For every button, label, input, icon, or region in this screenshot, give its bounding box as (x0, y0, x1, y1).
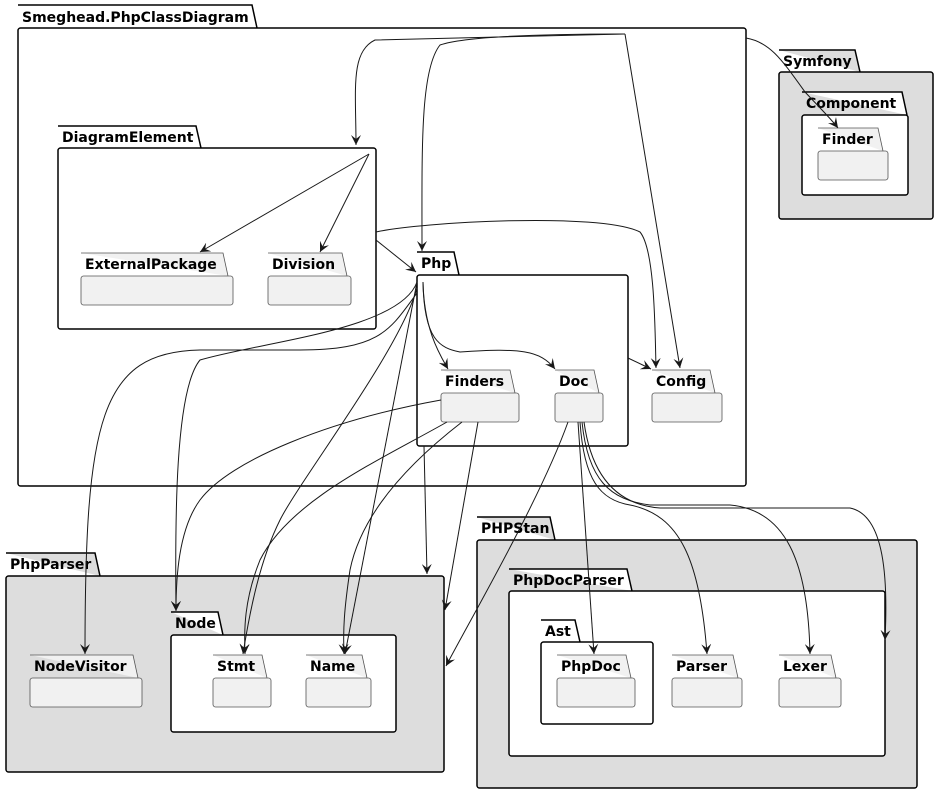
package-node-visitor-label: NodeVisitor (34, 659, 127, 675)
dependency-arrows (80, 33, 891, 667)
package-finder: Finder (817, 127, 889, 181)
arrow-php-to-doc (422, 281, 556, 370)
arrow-php-to-stmt (239, 287, 418, 655)
package-php-parser-label: PhpParser (10, 557, 91, 573)
package-symfony-label: Symfony (783, 54, 852, 70)
arrow-php-to-php-parser (421, 445, 432, 575)
arrow-doc-to-parser (579, 421, 712, 655)
arrow-diagram-element-to-external-package (199, 153, 370, 253)
package-phpstan-label: PHPStan (481, 521, 549, 537)
package-external-package: ExternalPackage (80, 252, 234, 306)
package-parser-label: Parser (676, 659, 727, 675)
package-division: Division (267, 252, 352, 306)
arrow-php-to-node (170, 281, 418, 612)
package-division-label: Division (272, 257, 335, 273)
package-parser: Parser (671, 654, 743, 708)
arrow-finders-to-node (171, 399, 442, 612)
package-name: Name (305, 654, 372, 708)
arrow-finders-to-name (338, 421, 463, 655)
arrow-php-to-name (341, 281, 418, 655)
arrow-smeghead-to-php (416, 33, 626, 252)
package-finder-label: Finder (822, 132, 873, 148)
package-php-label: Php (421, 256, 451, 272)
arrow-php-to-config (627, 357, 652, 370)
arrow-diagram-element-to-config (375, 219, 661, 369)
package-lexer: Lexer (778, 654, 842, 708)
package-php-doc-parser-label: PhpDocParser (513, 573, 624, 589)
package-component-label: Component (806, 96, 897, 112)
arrow-php-to-node-visitor (80, 292, 418, 655)
package-diagram-element-label: DiagramElement (62, 130, 194, 146)
arrow-smeghead-to-diagram-element (350, 33, 626, 146)
arrow-doc-to-lexer (581, 421, 815, 655)
arrow-smeghead-to-finder (745, 37, 839, 129)
package-finders: Finders (440, 369, 520, 423)
package-node-label: Node (175, 616, 216, 632)
arrow-doc-to-php-parser (445, 421, 569, 667)
arrow-diagram-element-to-php (375, 239, 417, 273)
package-finders-label: Finders (445, 374, 504, 390)
package-php-doc-label: PhpDoc (561, 659, 621, 675)
package-doc-label: Doc (559, 374, 589, 390)
package-smeghead-label: Smeghead.PhpClassDiagram (22, 10, 249, 26)
arrow-doc-to-php-doc-parser (583, 421, 891, 641)
arrow-finders-to-stmt (239, 421, 448, 655)
package-config-label: Config (656, 374, 706, 390)
arrow-smeghead-to-config (624, 33, 684, 369)
package-config: Config (651, 369, 723, 423)
arrow-finders-to-php-parser (441, 421, 479, 611)
arrow-diagram-element-to-division (319, 153, 370, 253)
package-doc: Doc (554, 369, 604, 423)
package-stmt-label: Stmt (217, 659, 255, 675)
package-name-label: Name (310, 659, 355, 675)
package-php-doc: PhpDoc (556, 654, 636, 708)
package-external-package-label: ExternalPackage (85, 257, 217, 273)
arrow-doc-to-php-doc (577, 421, 599, 655)
package-ast-label: Ast (545, 624, 571, 640)
package-node-visitor: NodeVisitor (29, 654, 143, 708)
package-lexer-label: Lexer (783, 659, 827, 675)
package-stmt: Stmt (212, 654, 272, 708)
